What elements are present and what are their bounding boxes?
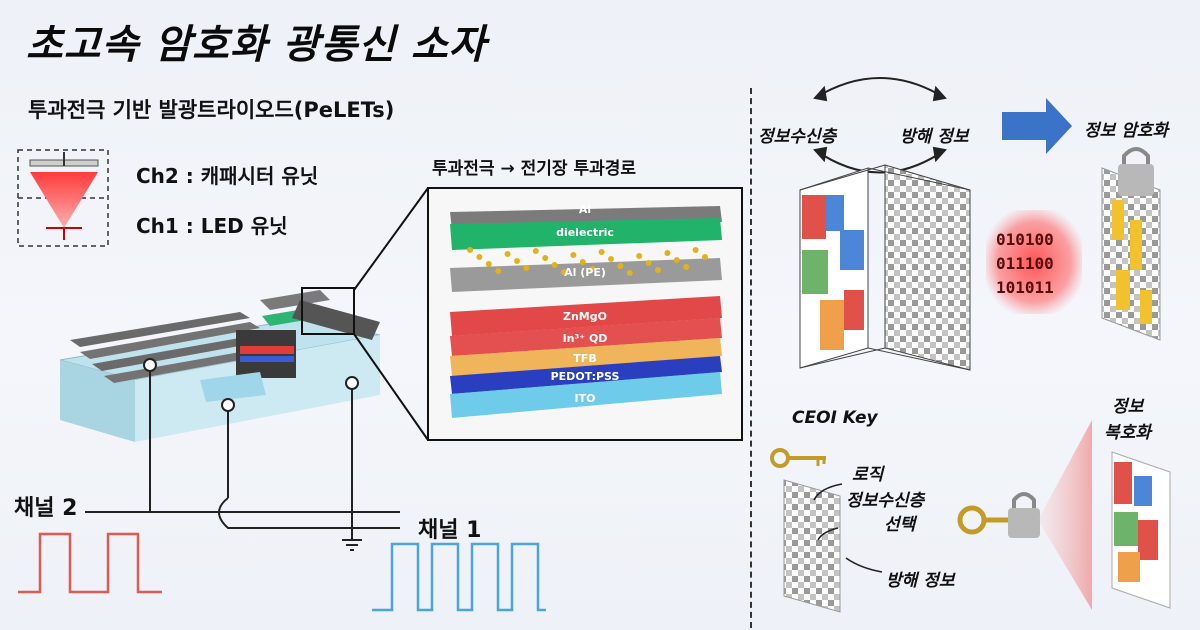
electron-dot (579, 259, 586, 265)
legend-ch2: Ch2 : 캐패시터 유닛 (136, 164, 319, 188)
section-divider (750, 88, 752, 628)
encrypt-label: 정보 암호화 (1084, 121, 1169, 141)
key-title: CEOI Key (792, 408, 878, 428)
electron-dot (485, 261, 492, 267)
electron-dot (617, 263, 624, 269)
channel-1-label: 채널 1 (418, 518, 482, 543)
page-title: 초고속 암호화 광통신 소자 (26, 22, 487, 68)
electron-dot (626, 270, 633, 276)
ch2-waveform (18, 532, 162, 594)
electron-dot (551, 262, 558, 268)
electron-dot (636, 253, 643, 259)
electron-dot (608, 256, 614, 262)
logic-label: 로직 (852, 465, 884, 485)
electron-dot (495, 268, 502, 274)
info-layer-label: 정보수신층 (758, 127, 837, 147)
electron-dot (504, 251, 511, 257)
electron-dots (467, 247, 708, 276)
layer-dielectric: dielectric (556, 226, 614, 239)
exchange-arrows (813, 77, 947, 174)
electron-dot (542, 255, 549, 261)
electron-dot (476, 254, 483, 260)
channel-2-label: 채널 2 (14, 496, 78, 521)
layer-pedot: PEDOT:PSS (550, 370, 620, 383)
key-lock-icon (957, 492, 1040, 538)
select-line1: 정보수신층 (846, 491, 925, 511)
electron-dot (532, 248, 539, 254)
decrypt-pattern (783, 479, 841, 613)
device-illustration (59, 187, 429, 551)
layer-znmgo: ZnMgO (563, 310, 607, 323)
binary-row-3: 101011 (996, 278, 1054, 297)
device-subtitle: 투과전극 기반 발광트라이오드(PeLETs) (28, 98, 395, 122)
electron-dot (467, 247, 473, 253)
binary-readout: 010100 011100 101011 (996, 228, 1054, 300)
light-cone (1038, 420, 1092, 610)
layer-al-pe: Al (PE) (564, 266, 606, 279)
electron-dot (561, 269, 567, 275)
legend-ch1: Ch1 : LED 유닛 (136, 214, 288, 238)
restored-pattern (1111, 451, 1171, 609)
layer-tfb: TFB (573, 352, 597, 365)
jamming-label: 방해 정보 (900, 127, 969, 147)
electron-dot (655, 267, 661, 273)
electron-dot (692, 247, 699, 253)
callout-arrows (813, 483, 883, 573)
layer-ito: ITO (574, 392, 596, 405)
electron-dot (664, 250, 671, 256)
encrypt-arrow (1002, 98, 1072, 154)
electron-dot (673, 257, 680, 263)
binary-row-1: 010100 (996, 230, 1054, 249)
decrypt-label-line2: 복호화 (1104, 423, 1151, 443)
binary-row-2: 011100 (996, 254, 1054, 273)
electron-dot (598, 249, 605, 255)
electron-dot (514, 258, 520, 264)
lock-icon (1118, 147, 1154, 196)
layer-stack (427, 187, 743, 441)
key-icon (770, 448, 826, 468)
decrypt-label-line1: 정보 (1112, 397, 1144, 417)
select-line2: 선택 (884, 515, 916, 535)
electron-dot (589, 266, 596, 272)
pattern-frames (799, 164, 1161, 371)
electron-dot (702, 254, 708, 260)
ch1-waveform (372, 542, 546, 612)
legend-icon (17, 149, 109, 247)
electron-dot (683, 264, 690, 270)
electron-dot (570, 252, 577, 258)
electron-dot (523, 265, 530, 271)
decrypt-jamming-label: 방해 정보 (886, 571, 955, 591)
electron-dot (645, 260, 652, 266)
stack-heading: 투과전극 → 전기장 투과경로 (432, 159, 637, 179)
layer-qd: In³⁺ QD (562, 332, 608, 345)
